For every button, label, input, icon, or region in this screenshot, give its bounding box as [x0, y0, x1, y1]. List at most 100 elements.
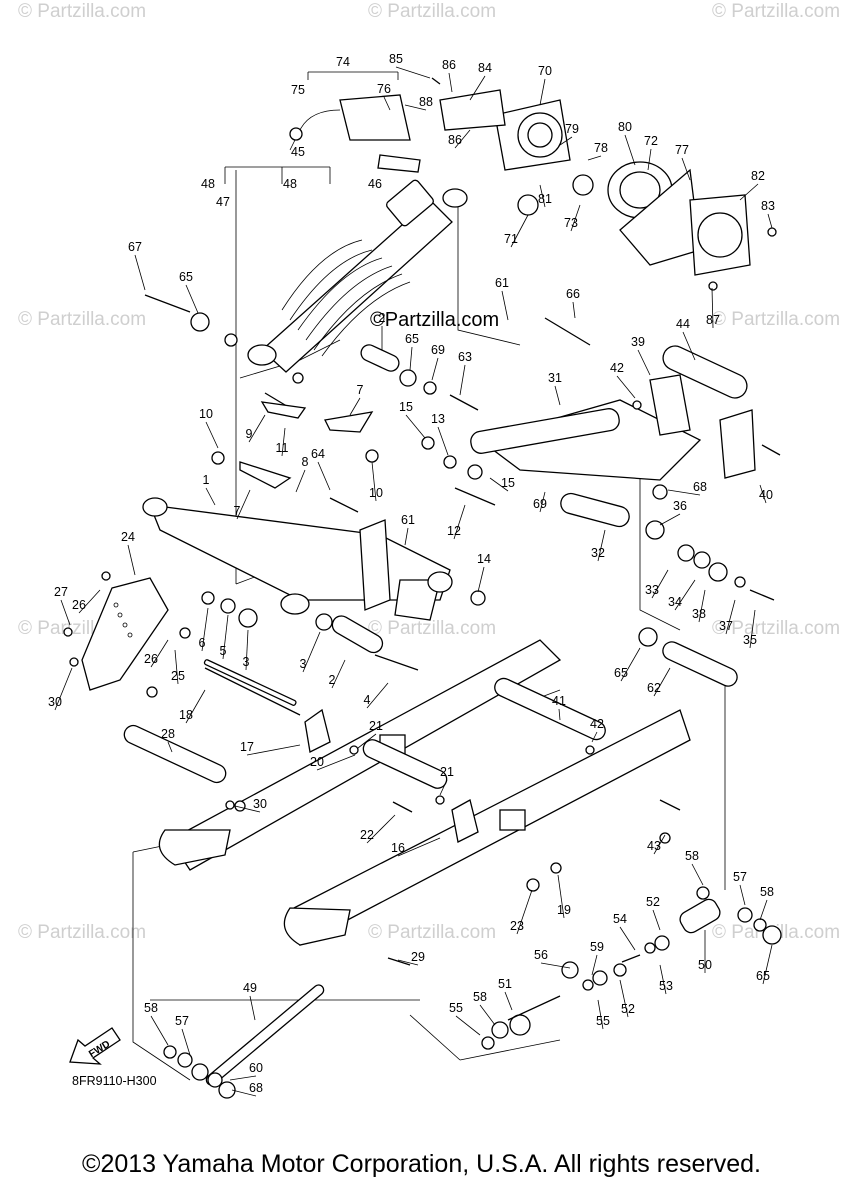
callout-75: 75 — [291, 83, 305, 97]
watermark-mid-right: © Partzilla.com — [712, 618, 840, 639]
callout-5: 5 — [220, 644, 227, 658]
leader-line-58 — [691, 863, 704, 886]
leader-line-5 — [222, 614, 229, 660]
callout-63: 63 — [458, 350, 472, 364]
leader-line-7 — [236, 489, 251, 520]
callout-58: 58 — [760, 885, 774, 899]
leader-line-29 — [397, 959, 419, 966]
callout-49: 49 — [243, 981, 257, 995]
callout-22: 22 — [360, 828, 374, 842]
callout-65: 65 — [179, 270, 193, 284]
gear-cover-assembly — [439, 89, 751, 276]
callout-2: 2 — [379, 311, 386, 325]
leader-line-55 — [455, 1015, 481, 1036]
callout-55: 55 — [449, 1001, 463, 1015]
leader-line-66 — [572, 301, 576, 319]
watermark-top-right: © Partzilla.com — [712, 1, 840, 22]
leader-line-56 — [540, 962, 571, 969]
leader-line-72 — [647, 148, 652, 171]
leader-line-21 — [439, 779, 448, 796]
callout-52: 52 — [621, 1002, 635, 1016]
leader-line-63 — [459, 364, 466, 396]
callout-86: 86 — [448, 133, 462, 147]
leader-line-34 — [674, 579, 696, 611]
callout-9: 9 — [246, 427, 253, 441]
callout-85: 85 — [389, 52, 403, 66]
callout-20: 20 — [310, 755, 324, 769]
callout-26: 26 — [144, 652, 158, 666]
leader-line-65 — [620, 647, 641, 682]
leader-line-68 — [231, 1089, 257, 1097]
leader-line-12 — [453, 504, 466, 540]
leader-line-24 — [127, 544, 136, 576]
callout-81: 81 — [538, 192, 552, 206]
callout-15: 15 — [399, 400, 413, 414]
leader-line-37 — [725, 599, 736, 635]
callout-50: 50 — [698, 958, 712, 972]
watermark-layer: © Partzilla.com © Partzilla.com © Partzi… — [18, 1, 840, 943]
callout-30: 30 — [48, 695, 62, 709]
callout-16: 16 — [391, 841, 405, 855]
leader-lines — [54, 66, 773, 1097]
leader-line-15 — [489, 477, 509, 492]
callout-54: 54 — [613, 912, 627, 926]
rear-shock-absorber — [247, 179, 468, 373]
callout-3: 3 — [243, 655, 250, 669]
leader-line-55 — [597, 999, 604, 1030]
leader-line-14 — [477, 566, 485, 593]
leader-line-61 — [501, 290, 509, 321]
leader-line-87 — [711, 287, 714, 329]
leader-line-3 — [302, 631, 321, 673]
leader-line-42 — [616, 375, 636, 399]
leader-line-76 — [383, 96, 391, 111]
callout-66: 66 — [566, 287, 580, 301]
callout-46: 46 — [368, 177, 382, 191]
leader-line-65 — [185, 284, 199, 314]
leader-line-25 — [174, 649, 179, 685]
leader-line-30 — [54, 667, 73, 711]
callout-32: 32 — [591, 546, 605, 560]
leader-line-49 — [249, 995, 256, 1021]
leader-line-68 — [667, 489, 701, 496]
watermark-top-center: © Partzilla.com — [368, 1, 496, 22]
callout-70: 70 — [538, 64, 552, 78]
callout-62: 62 — [647, 681, 661, 695]
callout-65: 65 — [756, 969, 770, 983]
callout-27: 27 — [54, 585, 68, 599]
callout-64: 64 — [311, 447, 325, 461]
leader-line-41 — [558, 708, 561, 721]
callout-4: 4 — [364, 693, 371, 707]
callout-18: 18 — [179, 708, 193, 722]
leader-line-86 — [448, 72, 453, 93]
callout-61: 61 — [495, 276, 509, 290]
leader-line-67 — [134, 254, 146, 291]
leader-line-2 — [331, 659, 346, 689]
callout-13: 13 — [431, 412, 445, 426]
leader-line-8 — [295, 469, 306, 493]
callout-52: 52 — [646, 895, 660, 909]
callout-57: 57 — [733, 870, 747, 884]
leader-line-61 — [404, 527, 409, 546]
callout-48: 48 — [201, 177, 215, 191]
watermark-center-brand: ©Partzilla.com — [370, 309, 499, 331]
leader-line-64 — [317, 461, 331, 491]
callout-47: 47 — [216, 195, 230, 209]
callout-24: 24 — [121, 530, 135, 544]
watermark-top-left: © Partzilla.com — [18, 1, 146, 22]
callout-79: 79 — [565, 122, 579, 136]
leader-line-9 — [248, 414, 266, 443]
leader-line-10 — [205, 421, 219, 449]
leader-line-57 — [739, 884, 746, 906]
leader-line-19 — [557, 874, 565, 919]
leader-line-78 — [587, 155, 602, 161]
leader-line-58 — [150, 1015, 169, 1046]
callout-34: 34 — [668, 595, 682, 609]
callout-60: 60 — [249, 1061, 263, 1075]
leader-line-84 — [469, 75, 486, 101]
callout-65: 65 — [614, 666, 628, 680]
callout-73: 73 — [564, 216, 578, 230]
leader-line-33 — [651, 569, 669, 599]
callout-87: 87 — [706, 313, 720, 327]
callout-25: 25 — [171, 669, 185, 683]
watermark-lower-left: © Partzilla.com — [18, 922, 146, 943]
